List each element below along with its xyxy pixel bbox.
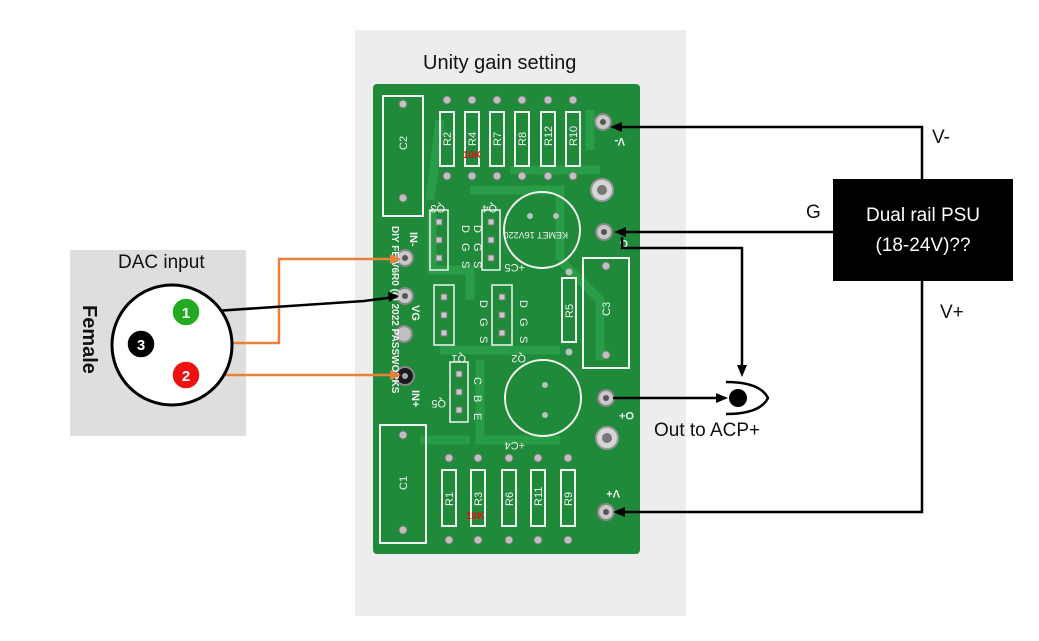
top-resistor-label: R12 <box>543 126 555 146</box>
pad-g-label: G <box>619 237 628 249</box>
c1-outline <box>379 424 427 544</box>
q2-label: Q2 <box>511 352 526 364</box>
bottom-resistor-outline <box>560 469 576 527</box>
bottom-resistor-label: R1 <box>444 492 456 506</box>
pin-1-label: 1 <box>182 305 190 322</box>
bottom-resistor-label: R11 <box>533 487 545 506</box>
pcb-board: R2 R4 R7 R8 R12 R10 R1 R3 R6 R11 R9 C2 C1 C3 KEME… <box>373 84 640 554</box>
q2-pin-letter: D <box>517 300 529 308</box>
q5-pin-letter: E <box>471 413 483 420</box>
bottom-resistor-outline <box>530 469 546 527</box>
q4-pin-letter: S <box>471 261 483 268</box>
bottom-resistor-label: R3 <box>473 492 485 506</box>
vplus-label: V+ <box>940 302 964 323</box>
c1-label: C1 <box>398 476 410 490</box>
q4-pin-letter: D <box>471 225 483 233</box>
pad-vminus-label: V- <box>614 135 625 147</box>
psu-line-1: Dual rail PSU <box>865 205 981 226</box>
c2-outline <box>382 95 424 217</box>
c5-label: +C5 <box>505 261 526 273</box>
q5-pin-letter: B <box>471 395 483 402</box>
q1-pin-letter: S <box>477 336 489 343</box>
q2-outline <box>491 284 513 346</box>
pad-oplus-label: O+ <box>619 409 634 421</box>
pin-2-label: 2 <box>182 368 190 385</box>
q3-outline <box>429 209 449 271</box>
output-label: Out to ACP+ <box>654 420 761 441</box>
r5-outline <box>561 277 577 343</box>
q4-outline <box>481 209 501 271</box>
pin-2 <box>171 360 201 390</box>
diagram-title: Unity gain setting <box>423 52 577 74</box>
q4-pin-letter: G <box>471 243 483 252</box>
pad-vg-label: VG <box>409 305 421 321</box>
bottom-resistor-outline <box>470 469 486 527</box>
vminus-label: V- <box>932 127 950 148</box>
c5-marking: KEMET 16V220 <box>504 230 568 240</box>
r5-label: R5 <box>564 304 576 318</box>
bottom-resistor-label: R9 <box>563 492 575 506</box>
q1-label: Q1 <box>451 352 466 364</box>
left-pads <box>395 249 415 386</box>
c4-label: +C4 <box>505 439 526 451</box>
q3-label: Q3 <box>430 202 445 214</box>
top-resistor-outline <box>565 111 581 167</box>
ground-label: G <box>806 202 821 223</box>
pin-1 <box>171 297 201 327</box>
top-resistors: R2 R4 R7 R8 R12 R10 <box>439 95 581 181</box>
top-resistor-outline <box>540 111 556 167</box>
board-text: DIY FE V6R0 (c) 2022 PASSWORKS <box>389 226 400 394</box>
q5-pin-letter: C <box>471 377 483 385</box>
top-resistor-outline <box>439 111 455 167</box>
q2-pin-letter: S <box>517 336 529 343</box>
wire-vplus <box>617 281 924 514</box>
bottom-resistor-outline <box>441 469 457 527</box>
r4-10k-marking: 10K <box>463 150 482 161</box>
wire-ground-to-output <box>620 237 744 370</box>
c4-outline <box>504 359 582 437</box>
xlr-connector: 1 2 3 <box>110 283 234 407</box>
c3-outline <box>582 257 630 369</box>
pad-inminus-label: IN- <box>407 232 419 247</box>
top-resistor-label: R2 <box>442 132 454 146</box>
psu-box: Dual rail PSU (18-24V)?? <box>833 179 1013 281</box>
pin-3-label: 3 <box>137 337 145 354</box>
top-resistor-label: R10 <box>568 126 580 146</box>
pad-inplus-label: IN+ <box>409 390 421 407</box>
r3-10k-marking: 10K <box>466 511 485 522</box>
q5-outline <box>449 361 469 423</box>
bottom-resistor-outline <box>501 469 517 527</box>
top-resistor-outline <box>464 111 480 167</box>
q4-label: Q4 <box>482 202 497 214</box>
c3-label: C3 <box>601 302 613 316</box>
pad-vplus-label: V+ <box>606 487 620 499</box>
pin-3 <box>126 329 156 359</box>
q1-outline <box>433 284 455 346</box>
top-resistor-outline <box>489 111 505 167</box>
female-label: Female <box>78 305 100 374</box>
c5-outline <box>503 191 581 269</box>
q3-pin-letter: S <box>459 261 471 268</box>
output-connector-symbol <box>725 380 770 416</box>
top-resistor-label: R4 <box>467 132 479 146</box>
q1-pin-letter: D <box>477 300 489 308</box>
bottom-resistors: R1 R3 R6 R11 R9 <box>441 453 576 545</box>
bottom-resistor-label: R6 <box>504 492 516 506</box>
top-resistor-label: R8 <box>517 132 529 146</box>
psu-line-2: (18-24V)?? <box>875 235 971 256</box>
top-resistor-label: R7 <box>492 132 504 146</box>
q2-pin-letter: G <box>517 318 529 327</box>
q3-pin-letter: D <box>459 225 471 233</box>
q5-label: Q5 <box>431 397 446 409</box>
top-resistor-outline <box>514 111 530 167</box>
q1-pin-letter: G <box>477 318 489 327</box>
dac-input-label: DAC input <box>118 252 205 273</box>
wire-vminus <box>614 125 924 179</box>
q3-pin-letter: G <box>459 243 471 252</box>
c2-label: C2 <box>398 136 410 150</box>
wire-pin1-to-vg <box>199 295 396 314</box>
